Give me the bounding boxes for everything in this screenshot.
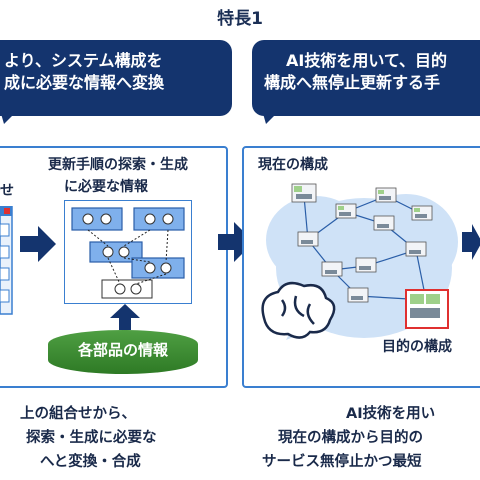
source-window-icon xyxy=(0,206,13,315)
left-caption-line-1: 上の組合せから、 xyxy=(20,406,136,422)
left-caption-line-2: 探索・生成に必要な xyxy=(26,430,157,446)
right-banner-tail xyxy=(262,110,280,124)
arrow-right-icon xyxy=(20,226,56,262)
right-banner-line-2: 構成へ無停止更新する手 xyxy=(264,73,441,92)
left-panel-edge-char: せ xyxy=(0,183,14,199)
arrow-right-center-icon xyxy=(218,222,254,262)
feature-title: 特長1 xyxy=(217,9,263,29)
left-banner-line-1: より、システム構成を xyxy=(4,51,163,70)
right-caption-line-3: サービス無停止かつ最短 xyxy=(262,454,422,470)
right-banner-line-1: AI技術を用いて、目的 xyxy=(286,51,448,70)
right-banner: AI技術を用いて、目的 構成へ無停止更新する手 xyxy=(252,40,480,116)
left-banner-line-2: 成に必要な情報へ変換 xyxy=(4,73,165,92)
right-caption-line-2: 現在の構成から目的の xyxy=(278,430,423,446)
arrow-right-edge-icon xyxy=(462,224,480,260)
right-caption-line-1: AI技術を用い xyxy=(346,406,436,422)
left-panel-heading-2: に必要な情報 xyxy=(64,179,148,195)
left-caption-line-3: へと変換・合成 xyxy=(40,454,141,470)
left-panel-heading-1: 更新手順の探索・生成 xyxy=(48,157,188,173)
ai-search-cloud xyxy=(261,183,458,340)
arrow-up-icon xyxy=(110,304,140,330)
target-config-label: 目的の構成 xyxy=(382,339,452,355)
left-banner: より、システム構成を 成に必要な情報へ変換 xyxy=(0,40,232,116)
current-config-label: 現在の構成 xyxy=(258,157,328,173)
component-info-database: 各部品の情報 xyxy=(48,330,198,374)
left-banner-tail xyxy=(0,110,18,124)
dependency-graph-diagram xyxy=(64,200,192,304)
brain-icon xyxy=(261,281,336,339)
